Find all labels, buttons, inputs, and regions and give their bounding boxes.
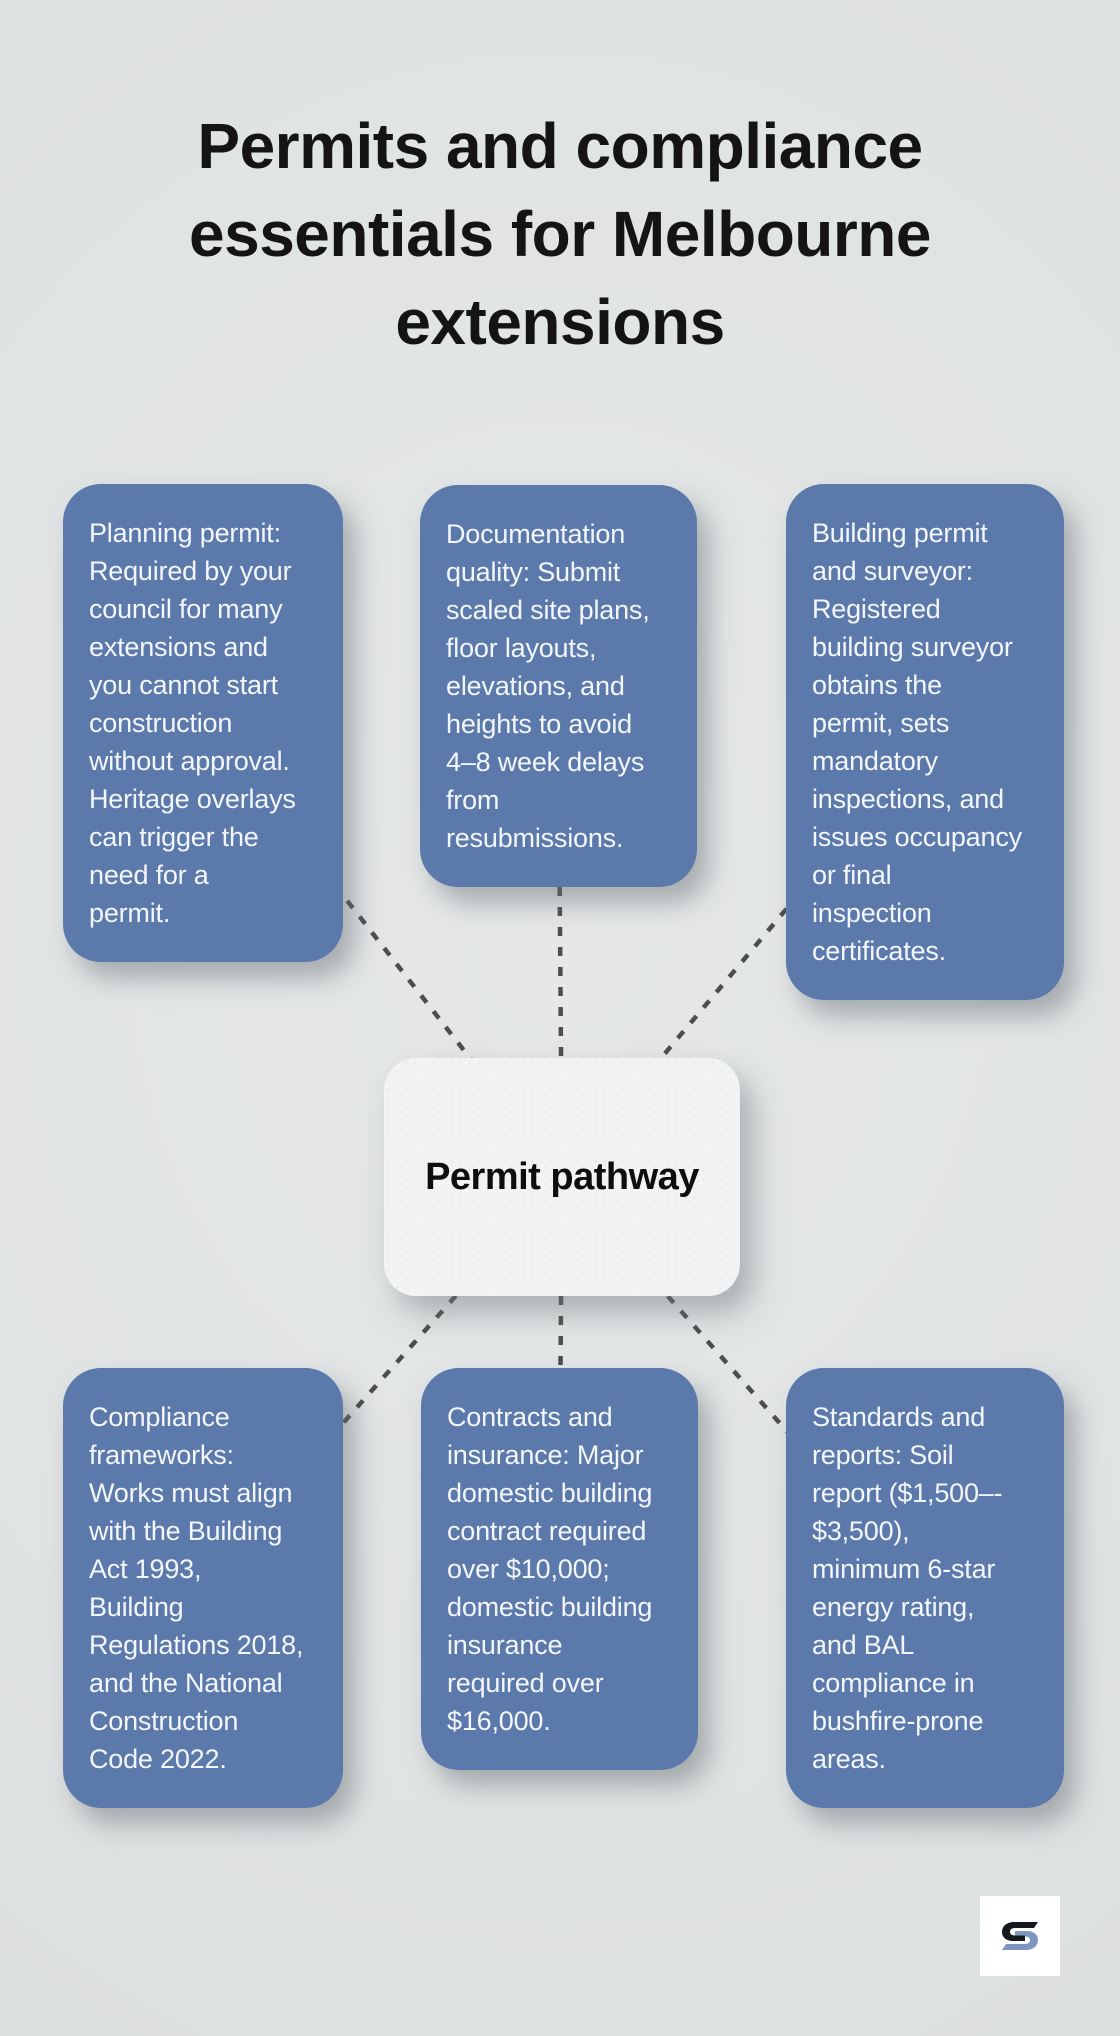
center-node-label: Permit pathway [425,1155,699,1198]
node-compliance-frameworks-text: Compliance frameworks: Works must align … [89,1402,304,1774]
node-documentation-quality: Documentation quality: Submit scaled sit… [420,485,697,887]
center-node-permit-pathway: Permit pathway [384,1058,740,1296]
page-title: Permits and compliance essentials for Me… [189,110,931,358]
node-building-permit-surveyor-text: Building permit and surveyor: Registered… [812,518,1022,966]
brand-logo [980,1896,1060,1976]
node-standards-reports-text: Standards and reports: Soil report ($1,5… [812,1402,1003,1774]
node-contracts-insurance-text: Contracts and insurance: Major domestic … [447,1402,653,1736]
node-compliance-frameworks: Compliance frameworks: Works must align … [63,1368,343,1808]
node-planning-permit-text: Planning permit: Required by your counci… [89,518,296,928]
s-mark-icon [1002,1922,1038,1950]
node-building-permit-surveyor: Building permit and surveyor: Registered… [786,484,1064,1000]
node-documentation-quality-text: Documentation quality: Submit scaled sit… [446,519,650,853]
node-standards-reports: Standards and reports: Soil report ($1,5… [786,1368,1064,1808]
connector-building-permit [560,742,927,1178]
node-contracts-insurance: Contracts and insurance: Major domestic … [421,1368,698,1770]
node-planning-permit: Planning permit: Required by your counci… [63,484,343,962]
